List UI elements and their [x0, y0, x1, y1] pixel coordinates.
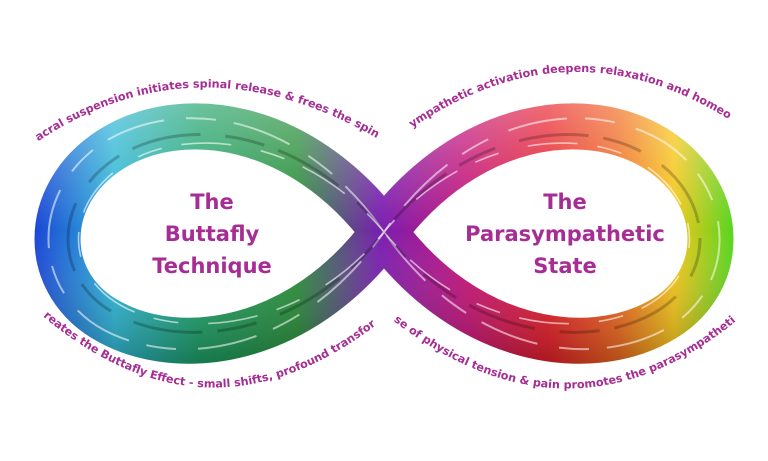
left-loop-title-line-2: Buttafly — [165, 222, 260, 246]
right-loop-title: The Parasympathetic State — [465, 190, 665, 278]
left-loop-title-line-3: Technique — [152, 254, 272, 278]
left-loop-title-line-1: The — [190, 190, 234, 214]
infinity-band-streak-inner — [77, 142, 691, 325]
left-loop-title: The Buttafly Technique — [152, 190, 272, 278]
infinity-band — [34, 103, 734, 364]
right-loop-title-line-1: The — [543, 190, 587, 214]
right-loop-title-line-2: Parasympathetic — [465, 222, 665, 246]
right-loop-title-line-3: State — [533, 254, 597, 278]
